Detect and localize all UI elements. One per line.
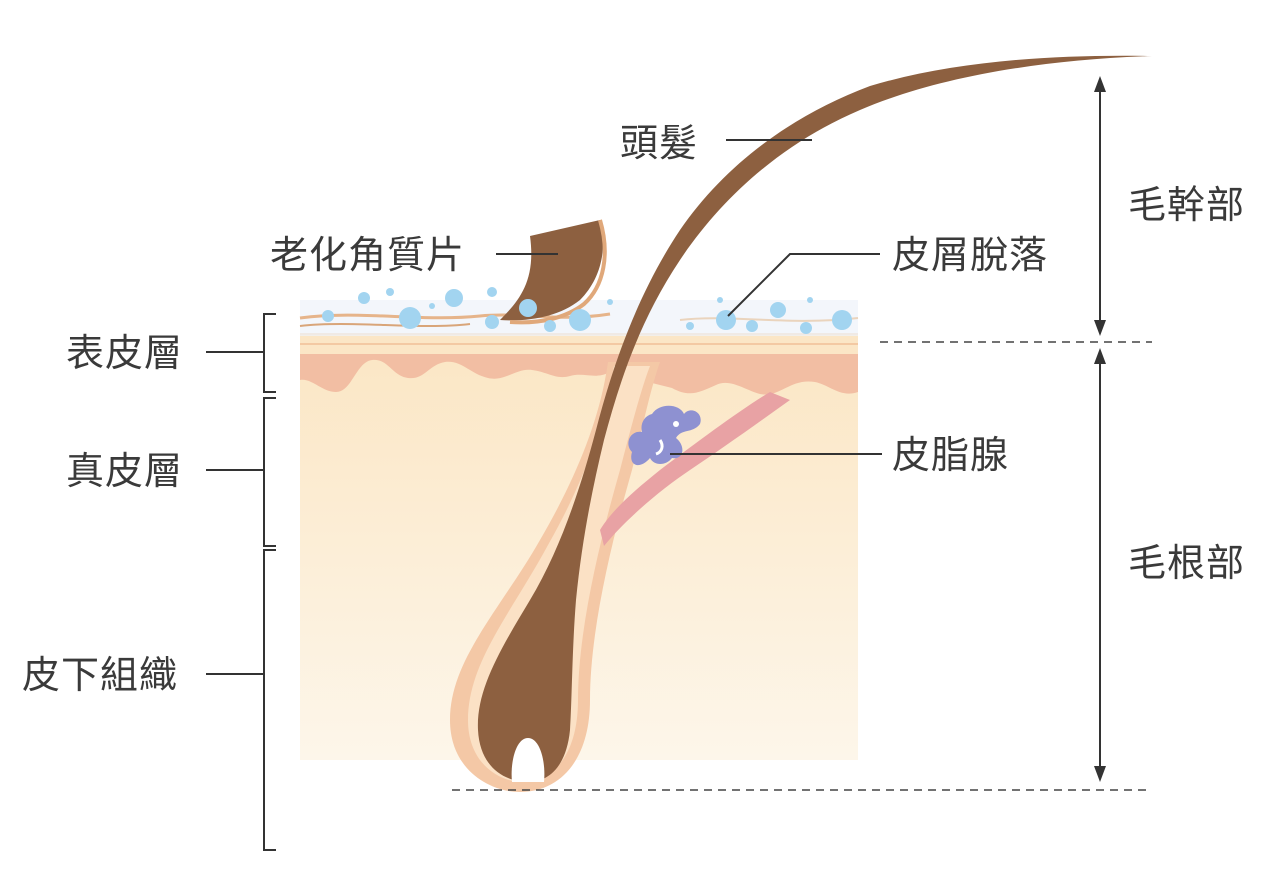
dermal-papilla bbox=[511, 738, 545, 782]
bracket-dermis bbox=[206, 397, 276, 547]
dandruff-bubbles bbox=[322, 287, 852, 334]
label-hair-shaft: 毛幹部 bbox=[1128, 183, 1246, 227]
bracket-subcutaneous bbox=[206, 549, 276, 851]
label-dandruff: 皮屑脫落 bbox=[892, 233, 1049, 277]
arrow-hair-shaft bbox=[1094, 76, 1106, 336]
hair-strand bbox=[477, 55, 1153, 782]
bracket-epidermis bbox=[206, 313, 276, 393]
label-epidermis: 表皮層 bbox=[66, 331, 184, 375]
label-sebaceous-gland: 皮脂腺 bbox=[892, 433, 1010, 477]
epidermis-wave-layer bbox=[300, 352, 858, 395]
label-subcutaneous: 皮下組織 bbox=[22, 653, 179, 697]
label-aged-keratin: 老化角質片 bbox=[270, 233, 466, 277]
label-dermis: 真皮層 bbox=[66, 449, 184, 493]
arrector-pili-muscle bbox=[600, 392, 790, 546]
label-hair-root: 毛根部 bbox=[1128, 541, 1246, 585]
aged-keratin-flake bbox=[500, 220, 604, 321]
leader-dandruff bbox=[727, 253, 880, 317]
arrow-hair-root bbox=[1094, 348, 1106, 782]
label-hair: 頭髮 bbox=[620, 121, 699, 165]
sebaceous-gland bbox=[628, 405, 701, 466]
